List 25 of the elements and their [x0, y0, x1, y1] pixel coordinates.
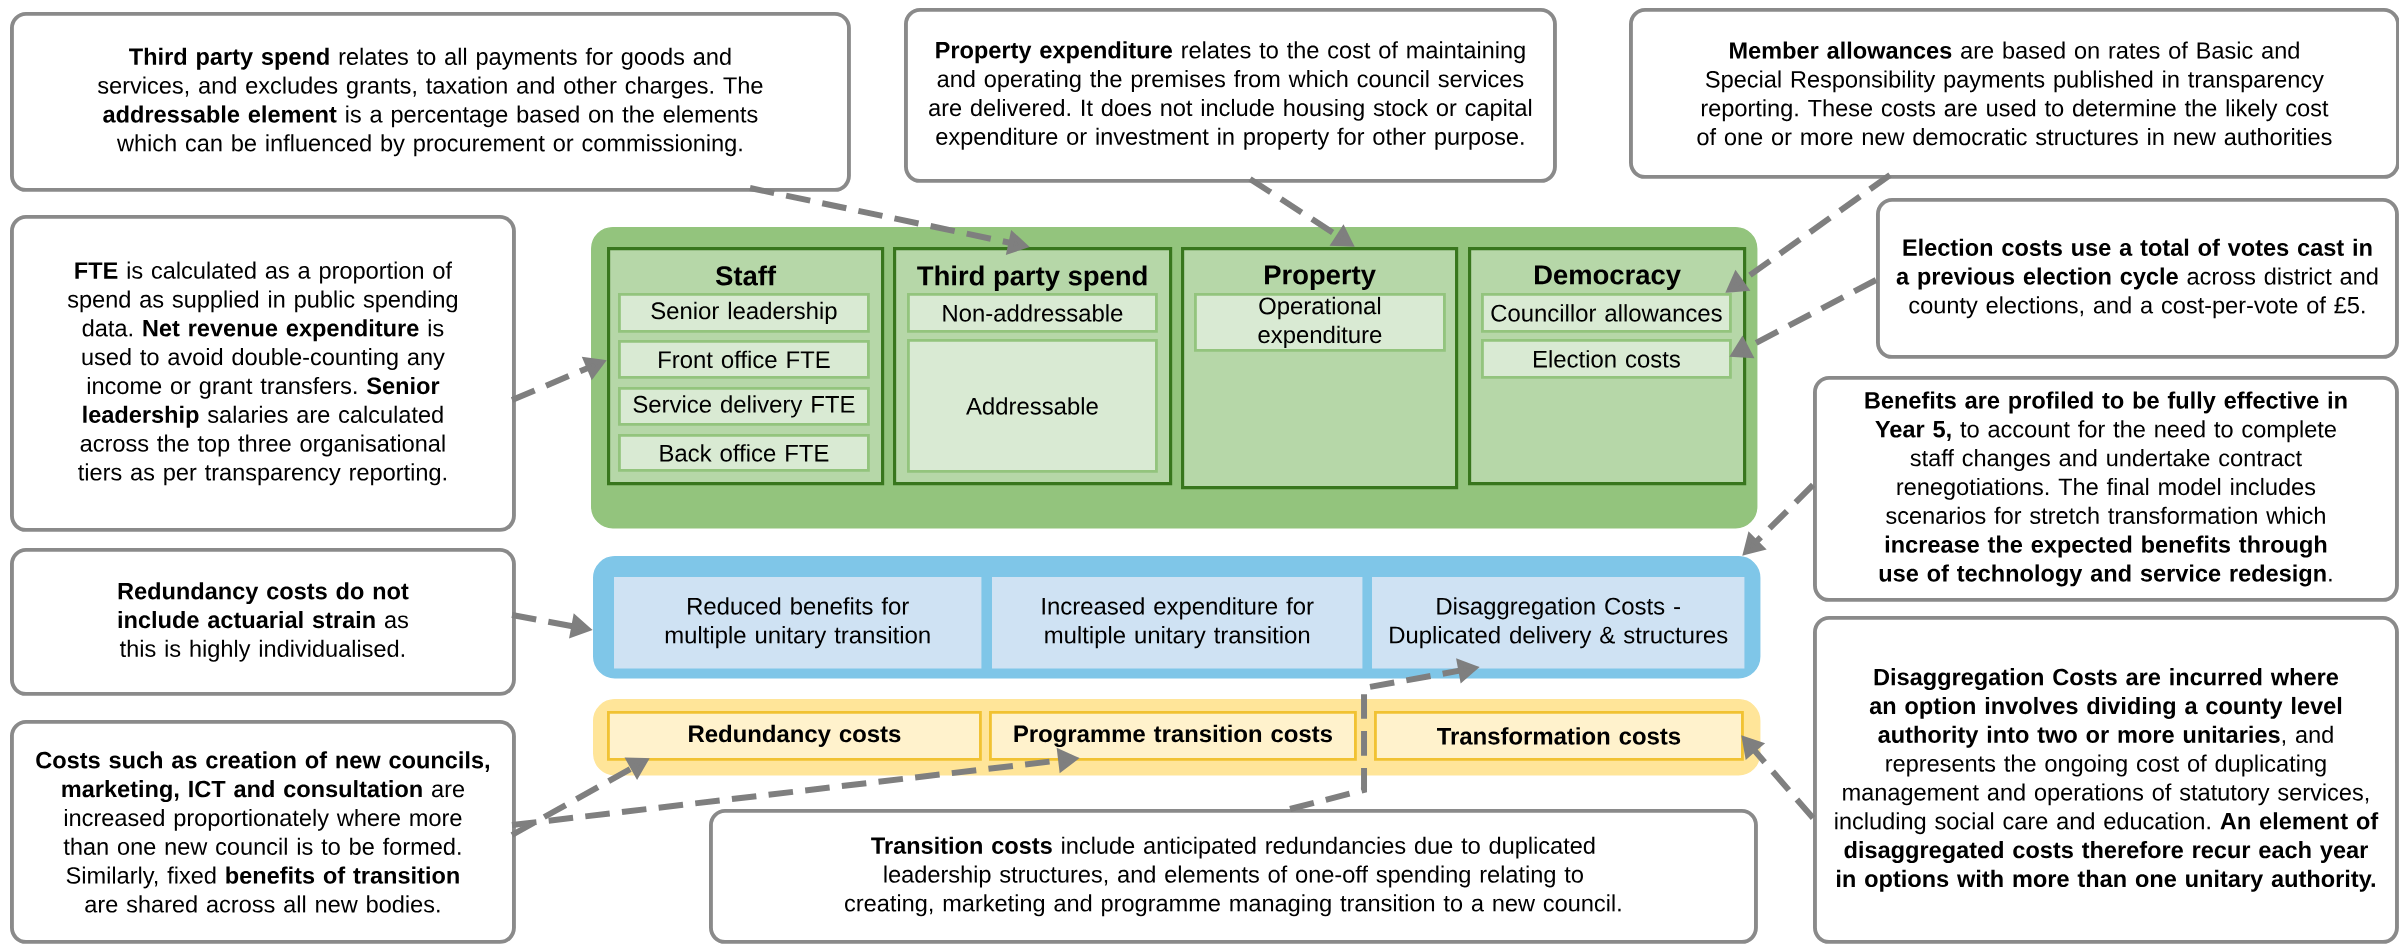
item-box: Operational expenditure: [1194, 293, 1446, 352]
item-box: Redundancy costs: [607, 711, 982, 761]
callout-box: Redundancy costs do not include actuarial strain as this is highly individualised.: [10, 548, 516, 696]
item-box: Non-addressable: [907, 293, 1158, 333]
callout-box: Property expenditure relates to the cost of maintaining and operating the premises from which council services are delivered. It does not include housing stock or capital expenditure or investment in property for other purpose.: [904, 8, 1557, 183]
callout-box: Election costs use a total of votes cast in a previous election cycle across district and county elections, and a cost-per-vote of £5.: [1876, 198, 2399, 359]
item-box: Service delivery FTE: [618, 387, 870, 426]
item-box: Disaggregation Costs - Duplicated delivery & structures: [1372, 577, 1745, 669]
item-box: Front office FTE: [618, 340, 870, 379]
item-box: Election costs: [1481, 339, 1732, 379]
item-box: Back office FTE: [618, 434, 870, 472]
callout-box: FTE is calculated as a proportion of spend as supplied in public spending data. Net revenue expenditure is used to avoid double-counting any income or grant transfers. Senior leadership salaries are calculated across the top three organisational tiers as per transparency reporting.: [10, 215, 516, 532]
item-box: Senior leadership: [618, 293, 870, 333]
item-box: Increased expenditure for multiple unitary transition: [992, 577, 1363, 669]
callout-box: Disaggregation Costs are incurred where an option involves dividing a county level authority into two or more unitaries, and represents the ongoing cost of duplicating management and operations of statutory services, including social care and education. An element of disaggregated costs therefore recur each year in options with more than one unitary authority.: [1813, 616, 2399, 944]
callout-box: Benefits are profiled to be fully effective in Year 5, to account for the need to complete staff changes and undertake contract renegotiations. The final model includes scenarios for stretch transformation which increase the expected benefits through use of technology and service redesign.: [1813, 376, 2399, 602]
callout-box: Costs such as creation of new councils, marketing, ICT and consultation are increased proportionately where more than one new council is to be formed. Similarly, fixed benefits of transition are shared across all new bodies.: [10, 720, 516, 944]
callout-box: Member allowances are based on rates of Basic and Special Responsibility payments published in transparency reporting. These costs are used to determine the likely cost of one or more new democratic structures in new authorities: [1629, 8, 2399, 179]
item-box: Transformation costs: [1374, 711, 1744, 761]
callout-box: Transition costs include anticipated redundancies due to duplicated leadership structures, and elements of one-off spending relating to creating, marketing and programme managing transition to a new council.: [709, 809, 1758, 944]
item-box: Councillor allowances: [1481, 293, 1732, 333]
item-box: Addressable: [907, 339, 1158, 473]
callout-box: Third party spend relates to all payments for goods and services, and excludes grants, taxation and other charges. The addressable element is a percentage based on the elements which can be influenced by procurement or commissioning.: [10, 12, 851, 192]
item-box: Programme transition costs: [989, 711, 1357, 761]
item-box: Reduced benefits for multiple unitary transition: [614, 577, 982, 669]
